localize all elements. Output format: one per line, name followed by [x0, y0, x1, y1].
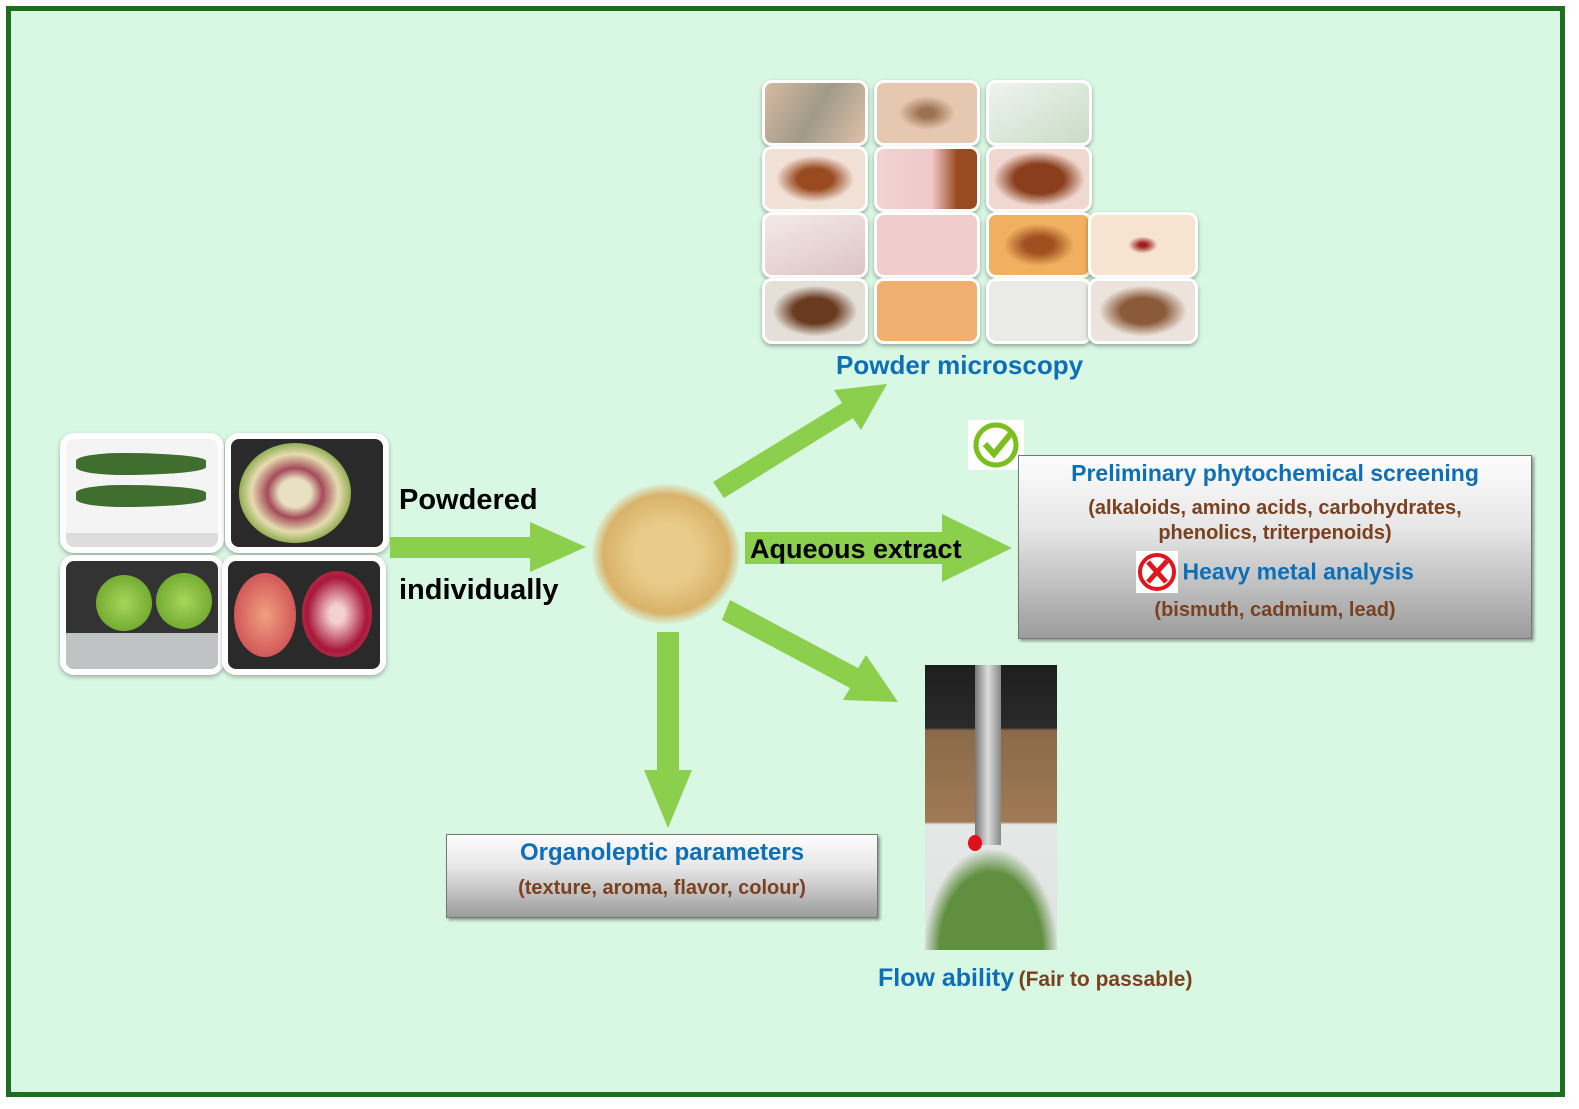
check-circle-icon [968, 420, 1024, 470]
phytochemical-title: Preliminary phytochemical screening [1071, 460, 1479, 486]
organoleptic-title: Organoleptic parameters [519, 839, 805, 866]
arrow-aqueous-extract [745, 514, 1012, 582]
pomegranate-photo [222, 555, 386, 675]
micrograph [762, 212, 868, 278]
micrograph [874, 146, 980, 212]
organoleptic-box: Organoleptic parameters (texture, aroma,… [446, 834, 878, 918]
micrograph [762, 80, 868, 146]
individually-label: individually [399, 574, 559, 606]
micrograph [986, 278, 1092, 344]
micrograph [1088, 212, 1198, 278]
arrow-to-organoleptic [644, 632, 692, 828]
micrograph [762, 146, 868, 212]
powder-microscopy-label: Powder microscopy [836, 350, 1084, 380]
heavy-metal-detail: (bismuth, cadmium, lead) [1154, 599, 1396, 621]
powder-sample-image [592, 484, 740, 624]
flow-detail: (Fair to passable) [1018, 968, 1193, 991]
micrograph [986, 146, 1092, 212]
micrograph [986, 80, 1092, 146]
powdered-label: Powdered [399, 484, 538, 516]
arrow-to-flow [722, 600, 898, 702]
flow-ability-photo [925, 665, 1057, 950]
micrograph [874, 212, 980, 278]
aqueous-extract-label: Aqueous extract [750, 534, 962, 564]
phytochemical-box: Preliminary phytochemical screening (alk… [1018, 455, 1532, 639]
flow-ability-caption: Flow ability (Fair to passable) [878, 964, 1192, 993]
x-circle-icon [1136, 551, 1179, 593]
phytochemical-detail-2: phenolics, triterpenoids) [1158, 522, 1392, 544]
fruit-cross-section-photo [225, 433, 389, 553]
micrograph [874, 80, 980, 146]
micrograph [986, 212, 1092, 278]
arrow-powdered [390, 522, 586, 572]
green-fruits-photo [60, 555, 224, 675]
micrograph [762, 278, 868, 344]
leaves-photo [60, 433, 224, 553]
phytochemical-detail-1: (alkaloids, amino acids, carbohydrates, [1088, 497, 1462, 519]
arrow-to-microscopy [713, 384, 887, 498]
heavy-metal-title: Heavy metal analysis [1182, 558, 1414, 585]
micrograph [874, 278, 980, 344]
flow-title: Flow ability [878, 964, 1015, 992]
organoleptic-detail: (texture, aroma, flavor, colour) [518, 877, 806, 899]
micrograph [1088, 278, 1198, 344]
